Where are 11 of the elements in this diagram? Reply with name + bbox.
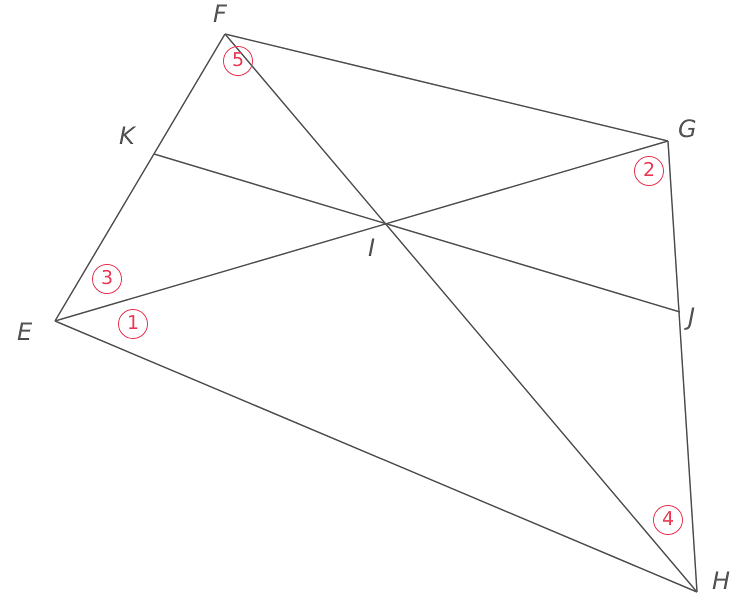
callout-number: 4 [653, 505, 683, 535]
callout-number: 1 [118, 309, 148, 339]
point-label: H [712, 569, 730, 593]
point-label: F [213, 2, 227, 26]
point-label: I [368, 236, 376, 260]
callout-number: 2 [634, 156, 664, 186]
callout-number: 5 [223, 46, 253, 76]
callout-number: 3 [92, 264, 122, 294]
point-label: K [119, 124, 135, 148]
point-label: E [17, 320, 32, 344]
point-label: G [678, 117, 697, 141]
